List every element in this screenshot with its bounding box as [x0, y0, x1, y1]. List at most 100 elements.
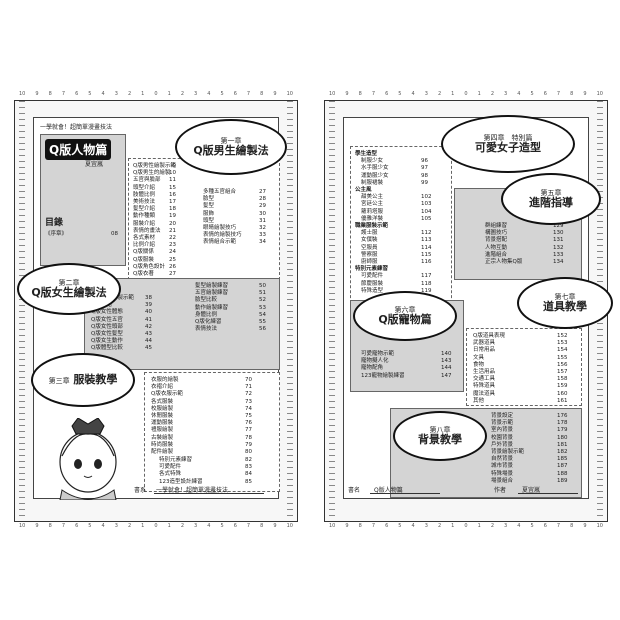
ch8-label: 第八章 [429, 425, 451, 434]
toc-entry: 時尚服裝 [151, 441, 174, 448]
toc-entry: 制服裙裝 [361, 179, 384, 186]
toc-page-number: 38 [145, 295, 152, 301]
ruler-number: 4 [207, 523, 211, 529]
toc-entry: Q版服裝 [133, 256, 154, 263]
ruler-number: 7 [61, 91, 66, 97]
toc-entry: 水手服少女 [361, 165, 389, 172]
ruler-number: 3 [114, 91, 118, 97]
toc-entry: 自然背景 [491, 456, 514, 463]
ruler-number: 4 [207, 91, 211, 97]
toc-page-number: 157 [557, 369, 568, 376]
toc-section-heading: 學生造型 [355, 151, 378, 157]
toc-entry: Q版女性頭部 [91, 323, 123, 330]
toc-page-number: 10 [169, 170, 176, 177]
toc-page-number: 26 [169, 263, 176, 270]
toc-page-number: 130 [553, 230, 564, 237]
toc-entry: 宮廷公主 [361, 201, 384, 208]
ch7-label: 第七章 [554, 292, 576, 301]
toc-entry: Q版衣著 [133, 271, 154, 278]
toc-page-number: 178 [557, 420, 568, 427]
ruler-number: 5 [220, 523, 224, 529]
toc-page-number: 129 [553, 223, 564, 229]
toc-entry: 人物互動 [485, 244, 508, 251]
toc-entry: 空服員 [361, 244, 378, 251]
ruler-number: 8 [260, 523, 264, 529]
toc-entry: 背景設定 [491, 413, 514, 419]
ruler-number: 2 [180, 91, 184, 97]
ruler-number: 6 [233, 523, 237, 529]
spacer [421, 223, 432, 230]
left-vertical-ruler [19, 101, 25, 521]
ruler-number: 6 [385, 91, 389, 97]
ch2-title: Q版女生繪製法 [31, 285, 107, 299]
toc-entry: 魔法道具 [473, 390, 496, 397]
toc-page-number: 16 [169, 191, 176, 198]
toc-page-number: 117 [421, 273, 432, 280]
toc-entry: 其他 [473, 397, 485, 404]
toc-page-number: 185 [557, 456, 568, 463]
toc-entry: 眼睛繪製技巧 [203, 225, 237, 232]
toc-page-number: 44 [145, 338, 152, 345]
ruler-number: 0 [154, 91, 158, 97]
ch3-title: 服裝教學 [73, 372, 118, 386]
toc-entry: 服飾 [203, 210, 215, 217]
toc-entry: Q版女性髮型 [91, 331, 123, 338]
toc-entry: 背景示範 [491, 420, 514, 427]
ruler-number: 9 [35, 91, 39, 97]
ruler-number: 9 [273, 91, 277, 97]
toc-page-number: 187 [557, 463, 568, 470]
ruler-number: 6 [543, 523, 547, 529]
toc-page-number: 55 [259, 319, 266, 326]
toc-page-number: 154 [557, 347, 568, 354]
toc-entry: 髮型介紹 [133, 206, 156, 213]
toc-entry: 室內背景 [491, 427, 514, 434]
toc-entry: 交通工具 [473, 376, 496, 383]
preface-page: 08 [111, 231, 118, 237]
ruler-number: 10 [19, 523, 26, 529]
toc-page-number: 39 [145, 302, 152, 309]
toc-page-number: 84 [245, 471, 252, 478]
toc-page-number: 132 [553, 244, 564, 251]
preface-label: 《序章》 [45, 231, 68, 237]
ch1-label: 第一章 [220, 136, 242, 145]
toc-entry: 髮型 [203, 203, 215, 210]
ch4-bubble: 第四章 特別篇 可愛女子造型 [441, 115, 575, 173]
ruler-number: 10 [596, 91, 603, 97]
toc-entry: 美術技法 [133, 199, 156, 206]
ruler-number: 9 [583, 523, 587, 529]
ch4-title: 可愛女子造型 [475, 140, 541, 154]
toc-entry: 校服繪製 [151, 405, 174, 412]
toc-page-number: 85 [245, 478, 252, 485]
toc-page-number: 119 [421, 287, 432, 294]
ruler-number: 5 [88, 523, 92, 529]
toc-entry: 食物 [473, 361, 485, 368]
ruler-number: 5 [88, 91, 92, 97]
toc-entry: 戶外背景 [491, 441, 514, 448]
toc-entry: Q版男生的繪製 [133, 170, 171, 177]
ruler-number: 8 [48, 523, 52, 529]
ruler-number: 4 [517, 523, 521, 529]
ruler-number: 1 [167, 91, 171, 97]
ruler-number: 8 [260, 91, 264, 97]
toc-entry: Q版男性繪製示範 [133, 163, 176, 169]
toc-page-number: 20 [169, 220, 176, 227]
toc-entry: Q版女性五官 [91, 316, 123, 323]
toc-entry: Q版關係 [133, 249, 154, 256]
ch7-title: 道具教學 [543, 299, 587, 313]
toc-entry: 配件繪製 [151, 449, 174, 456]
ruler-number: 6 [233, 91, 237, 97]
toc-page-number: 28 [259, 196, 266, 203]
ruler-number: 7 [556, 91, 561, 97]
toc-entry: 123造型設計練習 [159, 478, 203, 485]
toc-page-number: 114 [421, 244, 432, 251]
toc-page-number: 131 [553, 237, 564, 244]
toc-entry: Q版衣服示範 [151, 391, 183, 398]
toc-entry: Q版體型比較 [91, 345, 123, 352]
toc-entry: 文具 [473, 354, 485, 361]
ruler-number: 10 [286, 523, 293, 529]
ruler-number: 7 [61, 523, 66, 529]
